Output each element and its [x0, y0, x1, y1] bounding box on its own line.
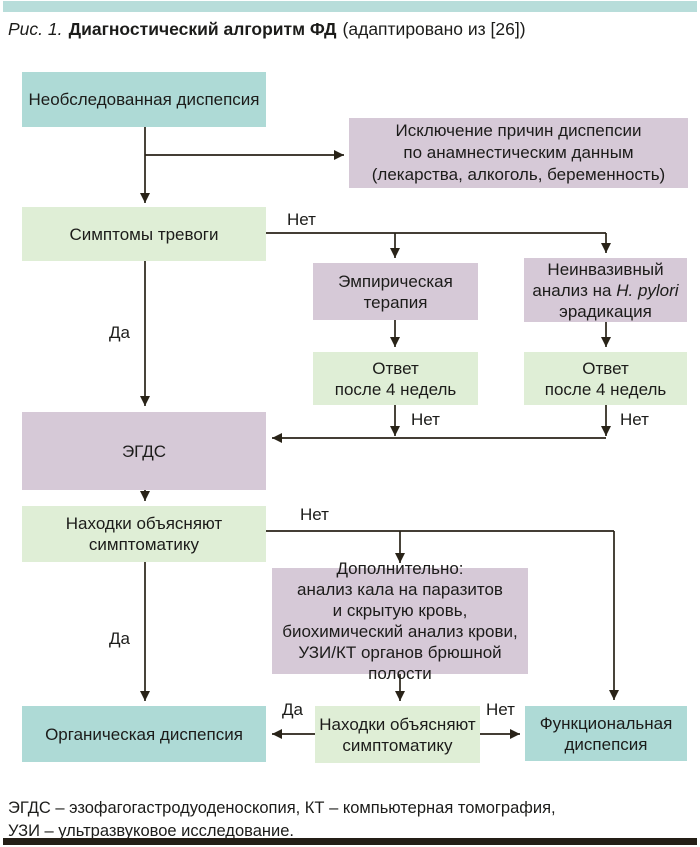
node-organic-dyspepsia: Органическая диспепсия: [22, 706, 266, 762]
node-response-4-weeks-left: Ответ после 4 недель: [313, 352, 478, 405]
top-border-bar: [3, 1, 697, 12]
node-response-4-weeks-right: Ответ после 4 недель: [524, 352, 687, 405]
figure-caption: Рис. 1.Диагностический алгоритм ФД(адапт…: [8, 19, 526, 40]
footnote-line-2: УЗИ – ультразвуковое исследование.: [8, 822, 294, 840]
edge-label-no-findings-2: Нет: [486, 700, 515, 719]
bottom-border-bar: [3, 838, 697, 845]
footnote-line-1: ЭГДС – эзофагогастродуоденоскопия, КТ – …: [8, 799, 556, 817]
node-alarm-symptoms: Симптомы тревоги: [22, 207, 266, 261]
node-exclude-causes: Исключение причин диспепсии по анамнести…: [349, 118, 688, 188]
node-findings-explain-1: Находки объясняют симптоматику: [22, 506, 266, 562]
edge-label-no-alarm: Нет: [287, 210, 316, 229]
edge-label-yes-alarm: Да: [109, 323, 130, 342]
node-egds: ЭГДС: [22, 412, 266, 490]
edge-label-no-response-right: Нет: [620, 410, 649, 429]
node-empiric-therapy: Эмпирическая терапия: [313, 263, 478, 320]
node-unexamined-dyspepsia: Необследованная диспепсия: [22, 72, 266, 127]
node-findings-explain-2: Находки объясняют симптоматику: [315, 706, 480, 763]
node-functional-dyspepsia: Функциональная диспепсия: [525, 706, 687, 761]
h-pylori-italic: H. pylori: [616, 280, 679, 300]
edge-label-yes-findings-2: Да: [282, 700, 303, 719]
node-additional-tests: Дополнительно: анализ кала на паразитов …: [272, 559, 528, 683]
edge-label-yes-findings-1: Да: [109, 629, 130, 648]
caption-fig-label: Рис. 1.: [8, 19, 63, 39]
caption-title: Диагностический алгоритм ФД: [68, 19, 337, 39]
edge-label-no-response-left: Нет: [411, 410, 440, 429]
edge-label-no-findings-1: Нет: [300, 505, 329, 524]
caption-note: (адаптировано из [26]): [342, 19, 526, 39]
